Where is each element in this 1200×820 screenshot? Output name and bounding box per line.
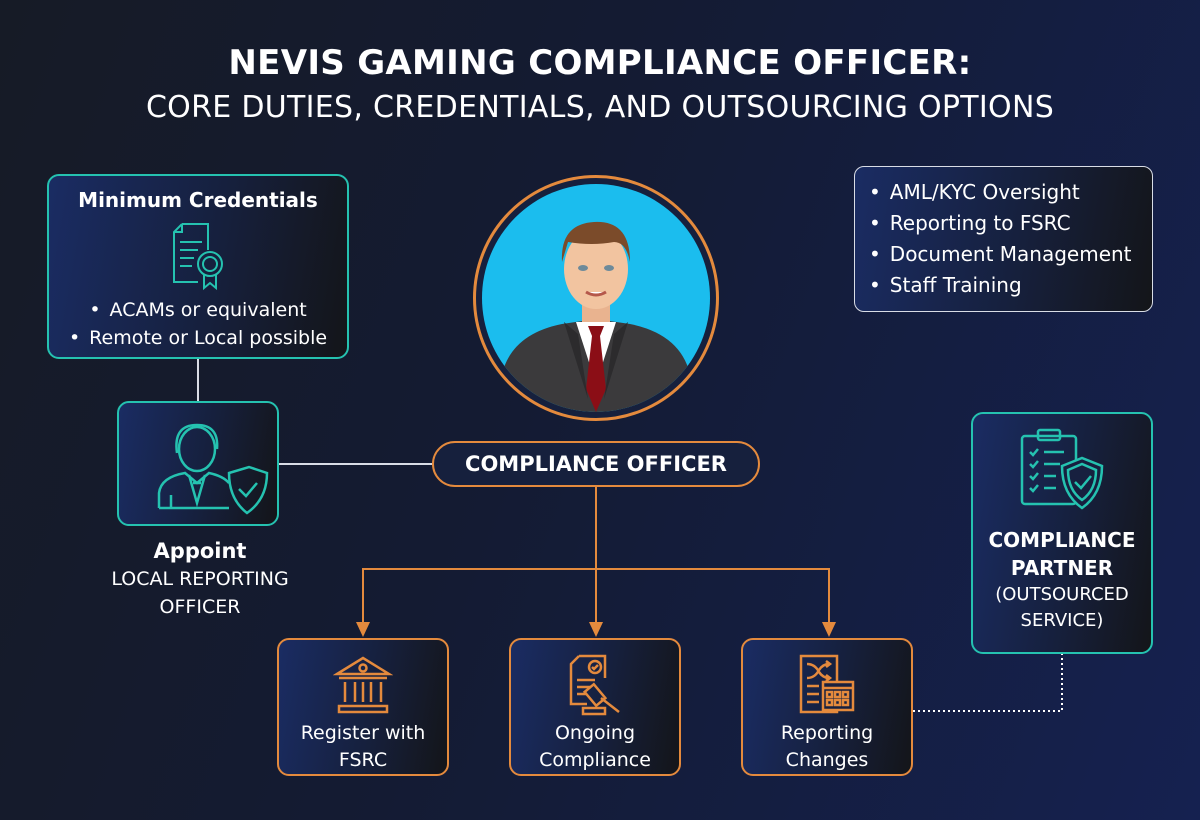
page-title: NEVIS GAMING COMPLIANCE OFFICER: CORE DU… [0, 40, 1200, 130]
businessman-icon [502, 221, 690, 412]
task-label: Reporting Changes [780, 722, 874, 771]
title-line-2: CORE DUTIES, CREDENTIALS, AND OUTSOURCIN… [145, 90, 1055, 125]
document-gavel-icon [565, 654, 625, 716]
clipboard-shield-icon [1016, 428, 1108, 510]
certificate-icon [168, 220, 228, 292]
task-label: Register with FSRC [300, 722, 426, 771]
compliance-officer-portrait [473, 175, 719, 421]
task-label: Ongoing Compliance [539, 722, 651, 771]
document-calendar-icon [797, 654, 857, 716]
duties-card: AML/KYC Oversight Reporting to FSRC Docu… [854, 166, 1153, 312]
credentials-card: Minimum Credentials ACAMs or equivalent … [47, 174, 349, 359]
task-register-fsrc: Register with FSRC [277, 638, 449, 776]
appoint-label: Appoint LOCAL REPORTING OFFICER [80, 537, 320, 621]
duty-item: AML/KYC Oversight [869, 177, 1152, 208]
officer-shield-icon [157, 423, 269, 515]
appoint-heading: Appoint [153, 539, 247, 563]
compliance-partner-card: COMPLIANCE PARTNER (OUTSOURCED SERVICE) [971, 412, 1153, 654]
partner-subtitle: (OUTSOURCED SERVICE) [995, 584, 1129, 631]
appoint-subtitle: LOCAL REPORTING OFFICER [111, 568, 289, 618]
credentials-heading: Minimum Credentials [78, 188, 318, 212]
credential-item: ACAMs or equivalent [49, 296, 347, 324]
duty-item: Document Management [869, 239, 1152, 270]
partner-heading: COMPLIANCE PARTNER [988, 528, 1136, 580]
task-ongoing-compliance: Ongoing Compliance [509, 638, 681, 776]
credential-item: Remote or Local possible [49, 324, 347, 352]
duty-item: Staff Training [869, 270, 1152, 301]
title-line-1: NEVIS GAMING COMPLIANCE OFFICER: [228, 43, 972, 83]
appoint-card [117, 401, 279, 526]
compliance-officer-node: COMPLIANCE OFFICER [432, 441, 760, 487]
task-reporting-changes: Reporting Changes [741, 638, 913, 776]
bank-icon [332, 654, 394, 716]
duty-item: Reporting to FSRC [869, 208, 1152, 239]
